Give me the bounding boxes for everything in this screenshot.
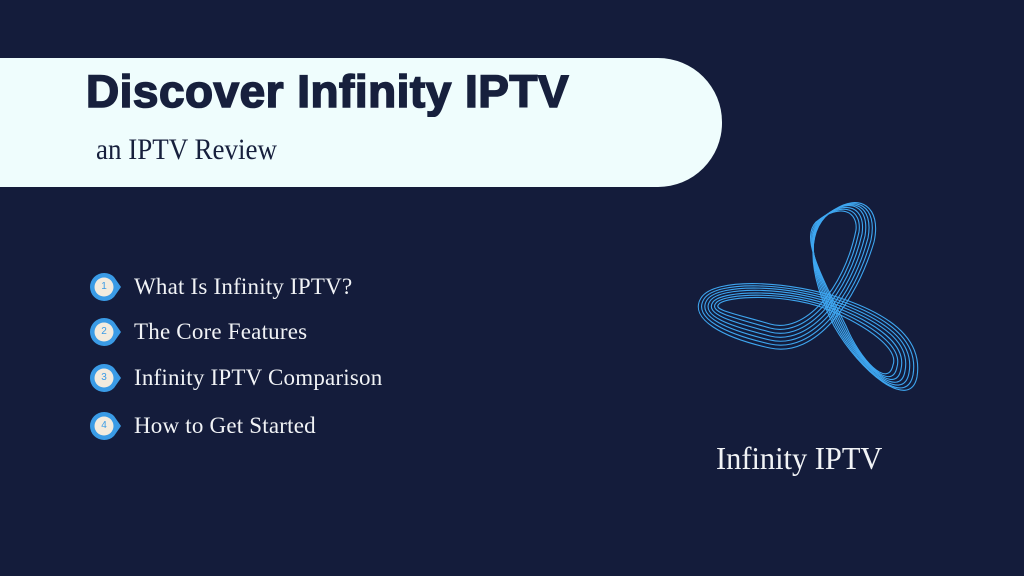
toc-item-1[interactable]: 1 What Is Infinity IPTV?: [90, 270, 352, 304]
toc-label: What Is Infinity IPTV?: [134, 274, 353, 299]
badge-number: 3: [101, 372, 107, 383]
infinity-ribbon-logo-icon: [690, 196, 922, 406]
toc-label: Infinity IPTV Comparison: [134, 365, 383, 390]
toc-item-4[interactable]: 4 How to Get Started: [90, 409, 316, 443]
badge-number: 2: [101, 326, 107, 337]
number-badge-icon: 4: [90, 411, 121, 441]
title-banner: [0, 58, 722, 187]
page-subtitle: an IPTV Review: [96, 133, 277, 166]
number-badge-icon: 3: [90, 363, 121, 393]
toc-label: How to Get Started: [134, 413, 316, 438]
brand-name: Infinity IPTV: [716, 440, 883, 476]
toc-item-2[interactable]: 2 The Core Features: [90, 315, 307, 349]
number-badge-icon: 2: [90, 317, 121, 347]
badge-number: 1: [101, 281, 107, 292]
toc-item-3[interactable]: 3 Infinity IPTV Comparison: [90, 361, 382, 395]
toc-label: The Core Features: [134, 319, 308, 344]
badge-number: 4: [101, 420, 107, 431]
page-title: Discover Infinity IPTV: [85, 65, 570, 118]
number-badge-icon: 1: [90, 272, 121, 302]
